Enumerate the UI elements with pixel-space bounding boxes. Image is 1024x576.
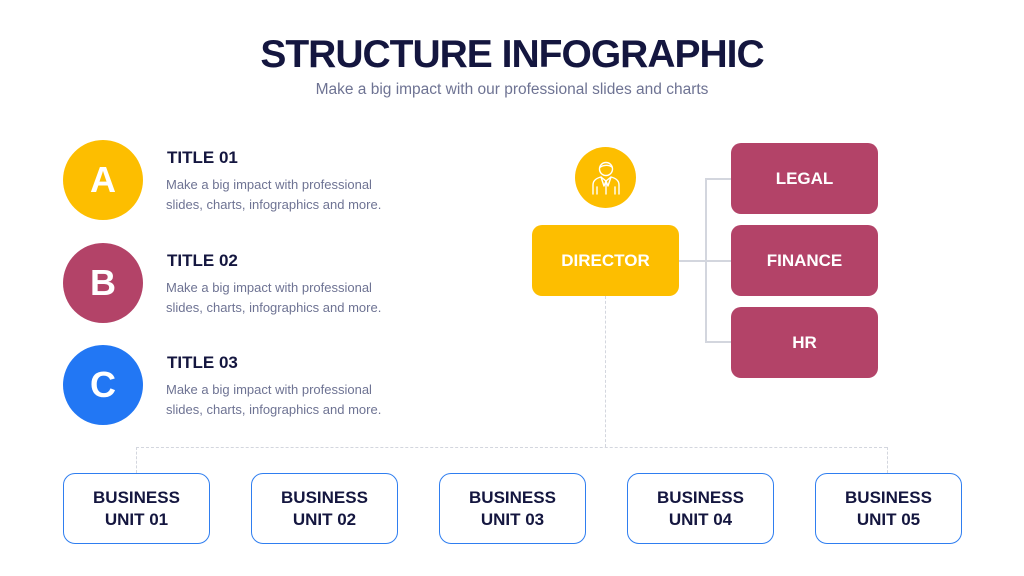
item-desc-03-line2: slides, charts, infographics and more. [166, 401, 382, 417]
dept-hr-label: HR [792, 332, 817, 352]
item-title-03: TITLE 03 [167, 353, 238, 372]
business-unit-03[interactable]: BUSINESS UNIT 03 [439, 473, 586, 544]
item-desc-02-line2: slides, charts, infographics and more. [166, 299, 382, 315]
unit-02-line1: BUSINESS [281, 487, 368, 507]
unit-04-line2: UNIT 04 [668, 509, 733, 529]
business-unit-04[interactable]: BUSINESS UNIT 04 [627, 473, 774, 544]
unit-01-line1: BUSINESS [93, 487, 180, 507]
business-unit-05[interactable]: BUSINESS UNIT 05 [815, 473, 962, 544]
unit-03-line2: UNIT 03 [480, 509, 545, 529]
connector-units-bus [136, 447, 887, 448]
page-title: STRUCTURE INFOGRAPHIC [260, 33, 764, 76]
connector-unit-01 [136, 447, 137, 473]
item-desc-01-line2: slides, charts, infographics and more. [166, 196, 382, 212]
unit-05-line1: BUSINESS [845, 487, 932, 507]
connector-hr [705, 341, 731, 343]
item-desc-03: Make a big impact with professional slid… [166, 380, 416, 419]
dept-legal-box[interactable]: LEGAL [731, 143, 878, 214]
unit-02-line2: UNIT 02 [292, 509, 357, 529]
dept-hr-box[interactable]: HR [731, 307, 878, 378]
item-title-01: TITLE 01 [167, 148, 238, 167]
director-avatar [575, 147, 636, 208]
connector-department-bracket [705, 178, 707, 342]
business-unit-01[interactable]: BUSINESS UNIT 01 [63, 473, 210, 544]
connector-unit-05 [887, 447, 888, 473]
business-unit-02[interactable]: BUSINESS UNIT 02 [251, 473, 398, 544]
item-title-02: TITLE 02 [167, 251, 238, 270]
item-desc-02: Make a big impact with professional slid… [166, 278, 416, 317]
item-desc-02-line1: Make a big impact with professional [166, 280, 372, 295]
dept-finance-label: FINANCE [766, 250, 843, 270]
item-desc-01: Make a big impact with professional slid… [166, 175, 416, 214]
page-subtitle: Make a big impact with our professional … [315, 81, 709, 98]
item-desc-03-line1: Make a big impact with professional [166, 382, 372, 397]
dept-finance-box[interactable]: FINANCE [731, 225, 878, 296]
unit-04-line1: BUSINESS [657, 487, 744, 507]
badge-b: B [63, 243, 143, 323]
director-label: DIRECTOR [561, 250, 650, 270]
connector-director-units [605, 296, 606, 447]
badge-a: A [63, 140, 143, 220]
unit-03-line1: BUSINESS [469, 487, 556, 507]
item-desc-01-line1: Make a big impact with professional [166, 177, 372, 192]
connector-legal [705, 178, 731, 180]
director-box[interactable]: DIRECTOR [532, 225, 679, 296]
unit-01-line2: UNIT 01 [104, 509, 169, 529]
badge-c: C [63, 345, 143, 425]
dept-legal-label: LEGAL [775, 168, 834, 188]
person-icon [591, 161, 620, 195]
unit-05-line2: UNIT 05 [856, 509, 921, 529]
